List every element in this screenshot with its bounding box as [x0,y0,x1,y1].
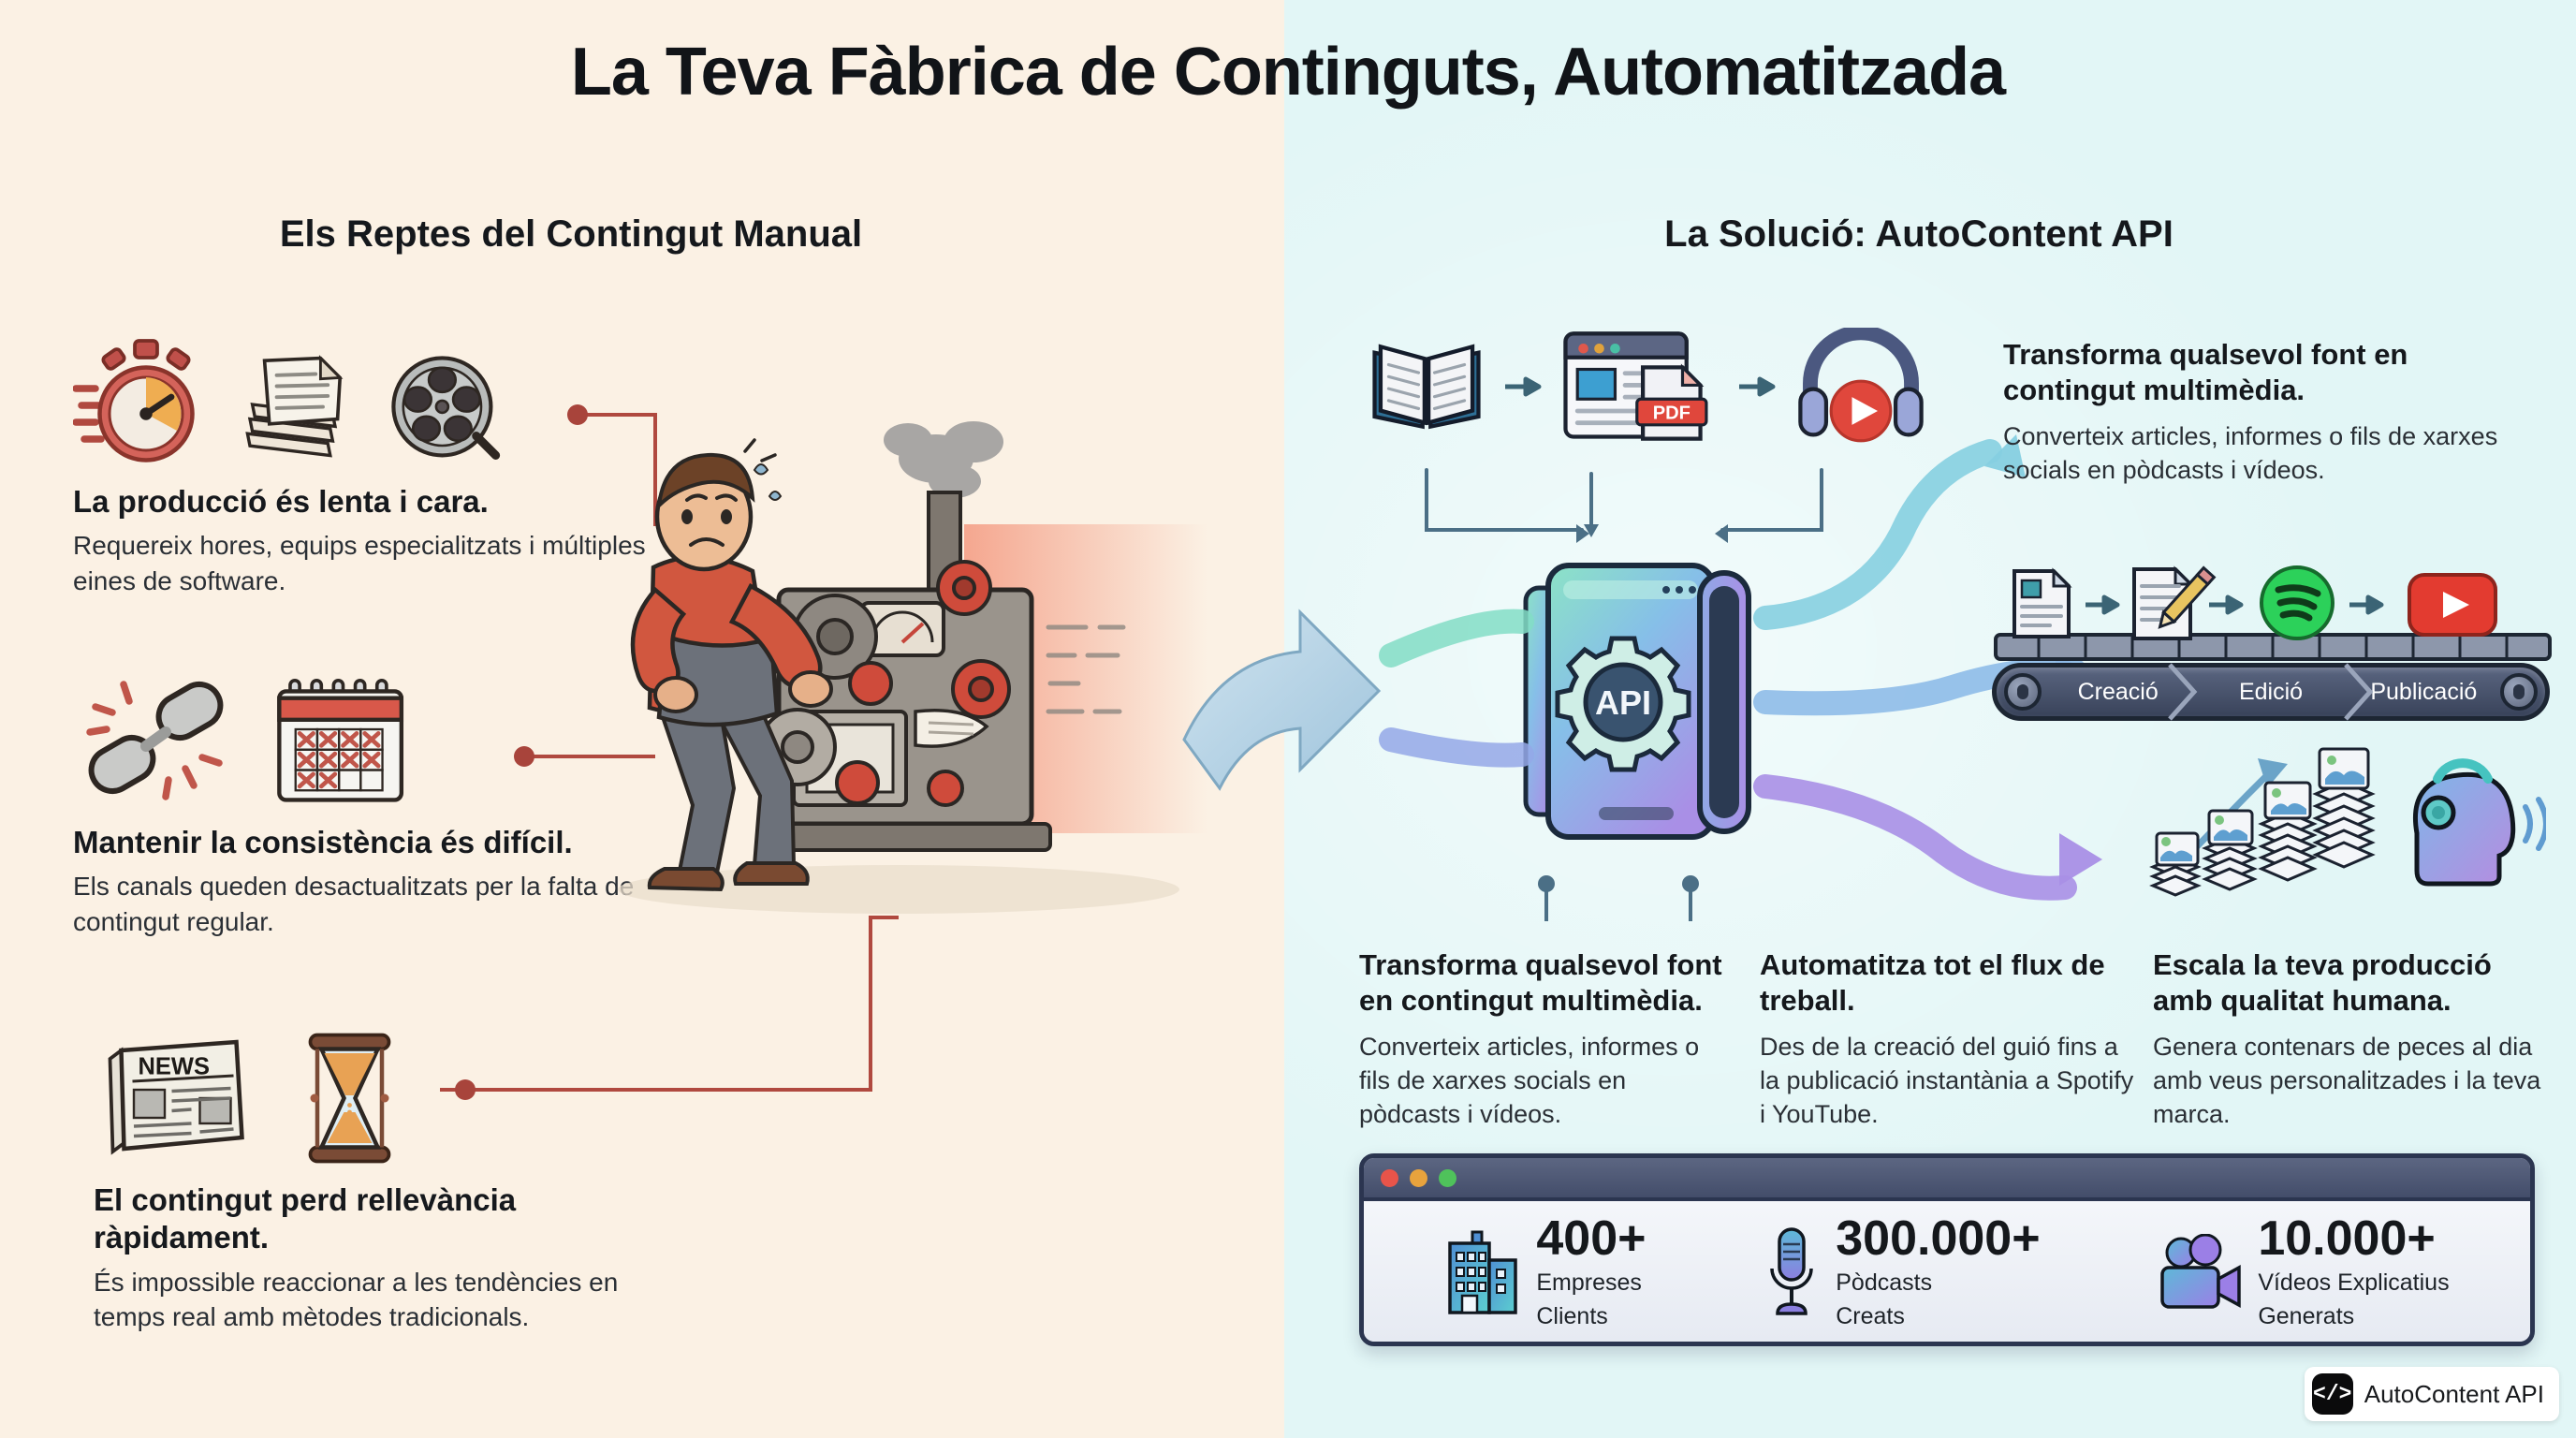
code-brackets-icon: </> [2311,1373,2353,1415]
feature-bottom-3-heading: Escala la teva producció amb qualitat hu… [2153,948,2492,1017]
scale-illustration [2149,747,2546,897]
conveyor-belt [1994,565,2552,661]
problem-1-body: Requereix hores, equips especialitzats i… [73,531,646,595]
youtube-icon [2408,573,2497,637]
window-maximize-dot[interactable] [1439,1168,1456,1187]
hourglass-icon [308,1033,391,1164]
problem-1-heading: La producció és lenta i cara. [73,484,489,519]
pipeline-roller-right [2499,673,2538,711]
problem-2-heading: Mantenir la consistència és difícil. [73,825,573,859]
feature-top: Transforma qualsevol font en contingut m… [2003,337,2509,487]
page-title: La Teva Fàbrica de Continguts, Automatit… [570,35,2006,110]
problem-2-body: Els canals queden desactualitzats per la… [73,872,635,936]
factory-worker-illustration [618,421,1208,914]
stat-videos-number: 10.000+ [2258,1211,2436,1266]
pipeline-roller-left [2004,673,2042,711]
footer-logo[interactable]: </> AutoContent API [2304,1367,2559,1421]
feature-bottom-3-body: Genera contenars de peces al dia amb veu… [2153,1032,2541,1128]
paper-stack-icon [245,355,344,458]
pipeline-stage-bar: Creació Edició Publicació [1992,663,2550,721]
flow-arrow-icon-2 [1739,376,1776,396]
broken-chain-icon [86,681,224,800]
pipeline-stage-creacio[interactable]: Creació [2077,678,2159,705]
headphones-play-icon [1798,328,1924,443]
pipeline-stage-publicacio[interactable]: Publicació [2370,678,2478,705]
problem-block-3: NEWS [94,1028,674,1335]
pdf-label: PDF [1653,403,1690,423]
source-flow-row: PDF [1367,328,1926,445]
api-device-illustration: API [1523,563,1751,840]
feature-bottom-2: Automatitza tot el flux de treball. Des … [1760,947,2134,1131]
window-close-dot[interactable] [1381,1168,1398,1187]
stats-list: 400+ Empreses Clients [1364,1201,2530,1342]
open-book-icon [1372,344,1481,429]
workflow-pipeline: Creació Edició Publicació [1992,562,2554,740]
stat-videos-label-1: Vídeos Explicatius [2258,1269,2450,1296]
stat-item-companies: 400+ Empreses Clients [1444,1211,1647,1330]
right-section-heading: La Solució: AutoContent API [1664,213,2174,255]
footer-logo-text: AutoContent API [2364,1379,2544,1408]
feature-bottom-2-heading: Automatitza tot el flux de treball. [1760,948,2105,1017]
problem-2-icons [73,670,653,811]
stat-companies-number: 400+ [1536,1211,1647,1266]
stat-podcasts-number: 300.000+ [1836,1211,2041,1266]
stat-item-podcasts: 300.000+ Pòdcasts Creats [1763,1211,2041,1330]
feature-top-body: Converteix articles, informes o fils de … [2003,421,2498,484]
stat-podcasts-label-2: Creats [1836,1302,1905,1329]
pipeline-stage-edicio[interactable]: Edició [2238,678,2304,705]
pipeline-chevron-1 [2168,663,2198,721]
film-reel-icon [391,356,501,460]
window-minimize-dot[interactable] [1410,1168,1427,1187]
microphone-icon [1770,1226,1813,1315]
stats-window-titlebar [1364,1158,2530,1201]
document-icon [2012,567,2072,638]
stat-companies-label-1: Empreses [1536,1269,1642,1296]
newspaper-icon: NEWS [108,1039,244,1155]
stat-videos-label-2: Generats [2258,1302,2355,1329]
problem-block-2: Mantenir la consistència és difícil. Els… [73,670,653,939]
video-camera-icon [2160,1233,2242,1309]
stat-podcasts-label-1: Pòdcasts [1836,1269,1933,1296]
transition-arrow-icon [1182,609,1382,791]
left-section-heading: Els Reptes del Contingut Manual [279,213,863,255]
spotify-icon [2260,565,2334,640]
stat-item-videos: 10.000+ Vídeos Explicatius Generats [2157,1211,2450,1330]
feature-top-heading: Transforma qualsevol font en contingut m… [2003,338,2408,406]
pipeline-chevron-2 [2344,663,2374,721]
pdf-file-icon: PDF [1635,363,1708,441]
calendar-x-icon [277,678,404,802]
newspaper-label: NEWS [139,1054,211,1080]
ai-voice-head-icon [2413,758,2546,887]
flow-arrow-icon [1505,376,1542,396]
stat-companies-label-2: Clients [1536,1302,1608,1329]
problem-1-icons [73,330,653,470]
feature-bottom-3: Escala la teva producció amb qualitat hu… [2153,947,2546,1131]
feature-bottom-1-body: Converteix articles, informes o fils de … [1359,1032,1700,1128]
problem-3-body: És impossible reaccionar a les tendèncie… [94,1267,619,1332]
problem-3-icons: NEWS [94,1028,674,1168]
office-building-icon [1448,1230,1518,1314]
problem-3-heading: El contingut perd rellevància ràpidament… [94,1182,517,1255]
api-label: API [1595,683,1651,722]
problem-block-1: La producció és lenta i cara. Requereix … [73,330,653,598]
feature-bottom-2-body: Des de la creació del guió fins a la pub… [1760,1032,2134,1128]
feature-bottom-1: Transforma qualsevol font en contingut m… [1359,947,1734,1131]
browser-window-icon: PDF [1563,331,1708,441]
stopwatch-icon [73,339,195,462]
feature-bottom-1-heading: Transforma qualsevol font en contingut m… [1359,948,1722,1017]
document-edit-icon [2132,565,2217,640]
stats-window: 400+ Empreses Clients [1359,1153,2535,1346]
